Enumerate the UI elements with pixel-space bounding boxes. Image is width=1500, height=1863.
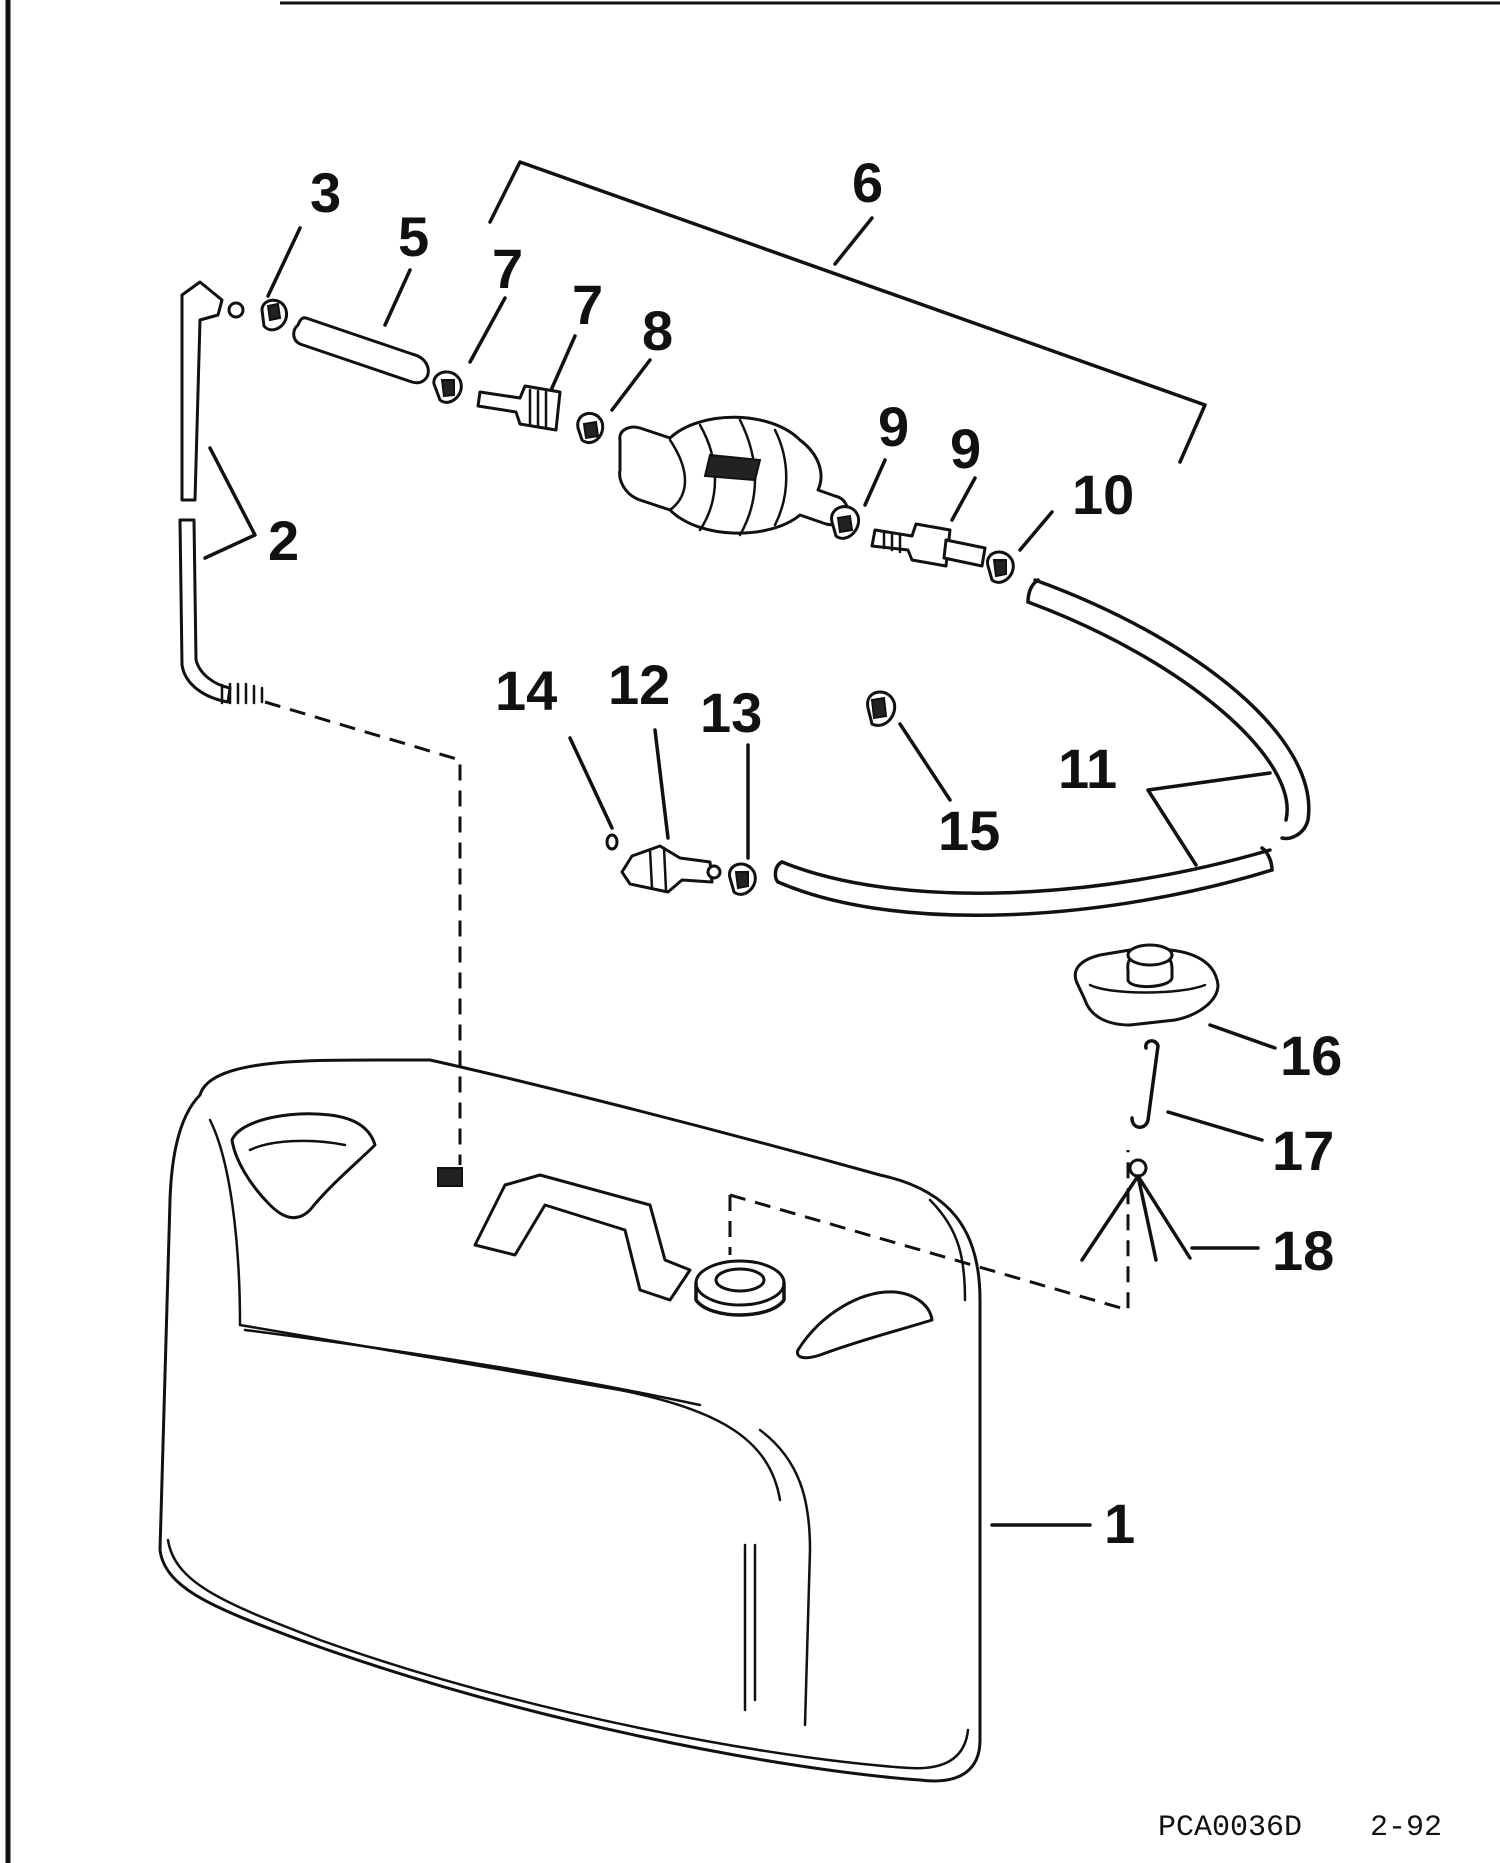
tank-fuel-fitting	[437, 1167, 463, 1187]
callout-14: 14	[495, 659, 557, 722]
callout-7-lower: 10	[1072, 463, 1134, 526]
callout-7-upper: 7	[492, 237, 523, 300]
tank-handle-right	[795, 1290, 934, 1360]
clamp-part-7-lower	[986, 550, 1015, 584]
filler-cap-part-16	[1073, 943, 1220, 1027]
callout-13: 13	[700, 681, 762, 744]
o-ring-part-14	[605, 833, 619, 851]
clamp-part-3	[260, 298, 289, 332]
callout-16: 16	[1280, 1024, 1342, 1087]
drawing-code: PCA0036D	[1158, 1811, 1302, 1845]
hook-part-17	[1130, 1039, 1160, 1129]
clamp-part-13	[728, 862, 757, 896]
tank-filler-neck	[694, 1259, 786, 1317]
callout-2: 2	[268, 509, 299, 572]
assembly-line-filler	[728, 1150, 1130, 1312]
assembly-line-fitting	[264, 700, 462, 1165]
retainer-part-18	[1080, 1158, 1192, 1262]
callout-6: 6	[852, 151, 883, 214]
callout-18: 18	[1272, 1219, 1334, 1282]
callout-12: 12	[608, 653, 670, 716]
hose-part-5	[292, 316, 430, 385]
clamp-part-7-upper	[432, 370, 463, 404]
connector-part-12	[620, 844, 722, 894]
tank-handle-left	[230, 1112, 377, 1220]
callout-5: 5	[398, 205, 429, 268]
pickup-tube	[178, 280, 264, 705]
clamp-part-9-right	[830, 505, 861, 540]
check-valve-part-8	[476, 384, 562, 432]
callout-3: 3	[310, 161, 341, 224]
leader-lines	[203, 160, 1277, 1527]
check-valve-part-10	[870, 522, 987, 568]
callout-11: 11	[1058, 737, 1117, 800]
primer-bulb	[618, 415, 849, 537]
callout-9-left: 8	[642, 299, 673, 362]
date-code: 2-92	[1370, 1811, 1442, 1845]
callout-17: 17	[1272, 1119, 1334, 1182]
callout-10: 9	[950, 417, 981, 480]
clamp-part-15	[866, 690, 897, 727]
tank-carry-bracket	[473, 1173, 692, 1302]
callout-8: 7	[572, 273, 603, 336]
callout-9-right: 9	[878, 395, 909, 458]
callout-15: 15	[938, 799, 1000, 862]
fuel-tank	[158, 1058, 982, 1783]
fuel-line-hose	[773, 578, 1311, 918]
clamp-part-9-left	[576, 412, 605, 445]
callout-1: 1	[1104, 1492, 1135, 1555]
